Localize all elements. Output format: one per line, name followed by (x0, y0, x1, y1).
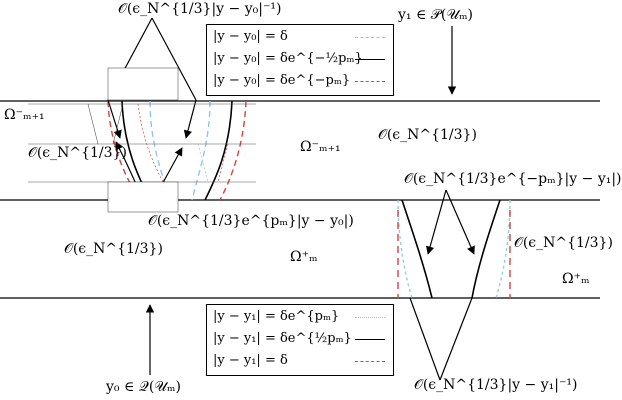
legend-top-row-1: |y − y₀| = δ (213, 29, 288, 44)
order-left-bottom: 𝒪(ϵ_N^{1/3}) (64, 241, 163, 257)
legend-top: |y − y₀| = δ |y − y₀| = δe^{−½pₘ} |y − y… (206, 24, 394, 96)
legend-top-swatch-2 (355, 59, 385, 60)
lower-contours (397, 199, 511, 299)
order-right-exp: 𝒪(ϵ_N^{1/3}e^{−pₘ}|y − y₁|) (404, 171, 622, 187)
y0-membership-label: y₀ ∈ 𝒬(𝒰ₘ) (106, 379, 181, 395)
omega-m1-minus-mid: Ω⁻ₘ₊₁ (300, 139, 341, 155)
order-right-bottom: 𝒪(ϵ_N^{1/3}) (514, 235, 613, 251)
omega-m-plus-mid: Ω⁺ₘ (290, 249, 318, 265)
bottom-v-lines (409, 297, 473, 381)
top-order-label: 𝒪(ϵ_N^{1/3}|y − y₀|⁻¹) (118, 1, 282, 17)
omega-m1-minus-left: Ω⁻ₘ₊₁ (4, 107, 45, 123)
legend-bottom: |y − y₁| = δe^{pₘ} |y − y₁| = δe^{½pₘ} |… (206, 304, 394, 376)
omega-m-plus-right: Ω⁺ₘ (562, 271, 590, 287)
legend-bottom-row-2: |y − y₁| = δe^{½pₘ} (213, 331, 352, 346)
order-left-top: 𝒪(ϵ_N^{1/3}) (28, 145, 127, 161)
inset-miniature (28, 67, 256, 213)
legend-top-swatch-1 (355, 37, 385, 38)
order-mid-top: 𝒪(ϵ_N^{1/3}) (378, 127, 477, 143)
legend-bottom-row-1: |y − y₁| = δe^{pₘ} (213, 309, 340, 324)
legend-bottom-swatch-3 (355, 361, 385, 362)
y1-membership-label: y₁ ∈ 𝒫(𝒰ₘ) (398, 7, 473, 23)
legend-top-row-3: |y − y₀| = δe^{−pₘ} (213, 73, 351, 88)
legend-bottom-swatch-1 (355, 317, 385, 318)
right-v-lines (426, 189, 475, 255)
legend-bottom-row-3: |y − y₁| = δ (213, 353, 288, 368)
legend-top-row-2: |y − y₀| = δe^{−½pₘ} (213, 51, 363, 66)
order-mid-exp: 𝒪(ϵ_N^{1/3}e^{pₘ}|y − y₀|) (148, 213, 354, 229)
bottom-order-label: 𝒪(ϵ_N^{1/3}|y − y₁|⁻¹) (414, 377, 578, 393)
legend-top-swatch-3 (355, 81, 385, 82)
legend-bottom-swatch-2 (355, 339, 385, 340)
